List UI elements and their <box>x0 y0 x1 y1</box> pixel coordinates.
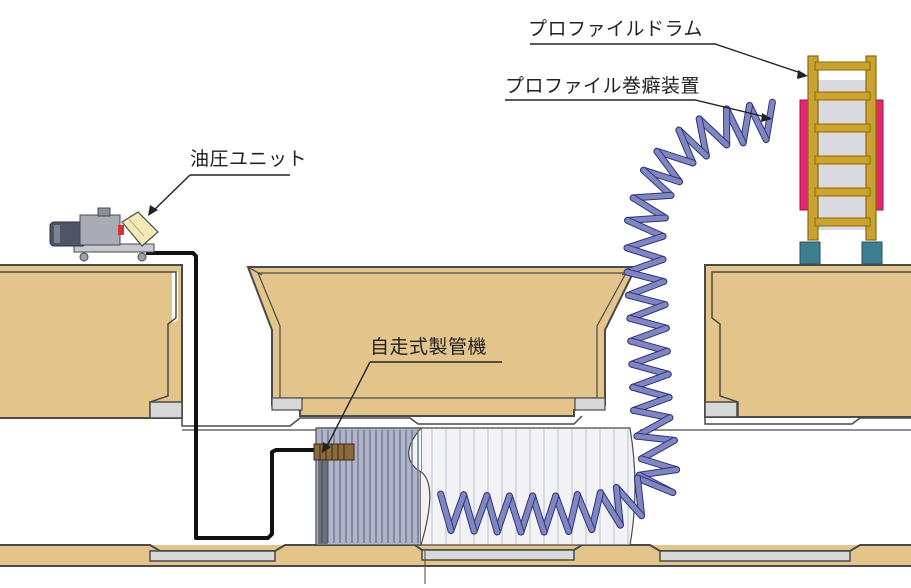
profile-strip-segment <box>641 440 674 458</box>
hydraulic-unit <box>50 208 158 261</box>
ground-block-left <box>0 265 182 418</box>
label-pipe-machine: 自走式製管機 <box>370 338 487 357</box>
profile-drum <box>800 56 883 264</box>
ground-block-right <box>705 265 911 417</box>
label-winding-device: プロファイル巻癖装置 <box>505 77 700 96</box>
label-profile-drum: プロファイルドラム <box>528 20 703 39</box>
profile-strip-segment <box>628 220 663 236</box>
bottom-slab <box>0 545 911 584</box>
label-hydraulic-unit: 油圧ユニット <box>190 150 307 169</box>
